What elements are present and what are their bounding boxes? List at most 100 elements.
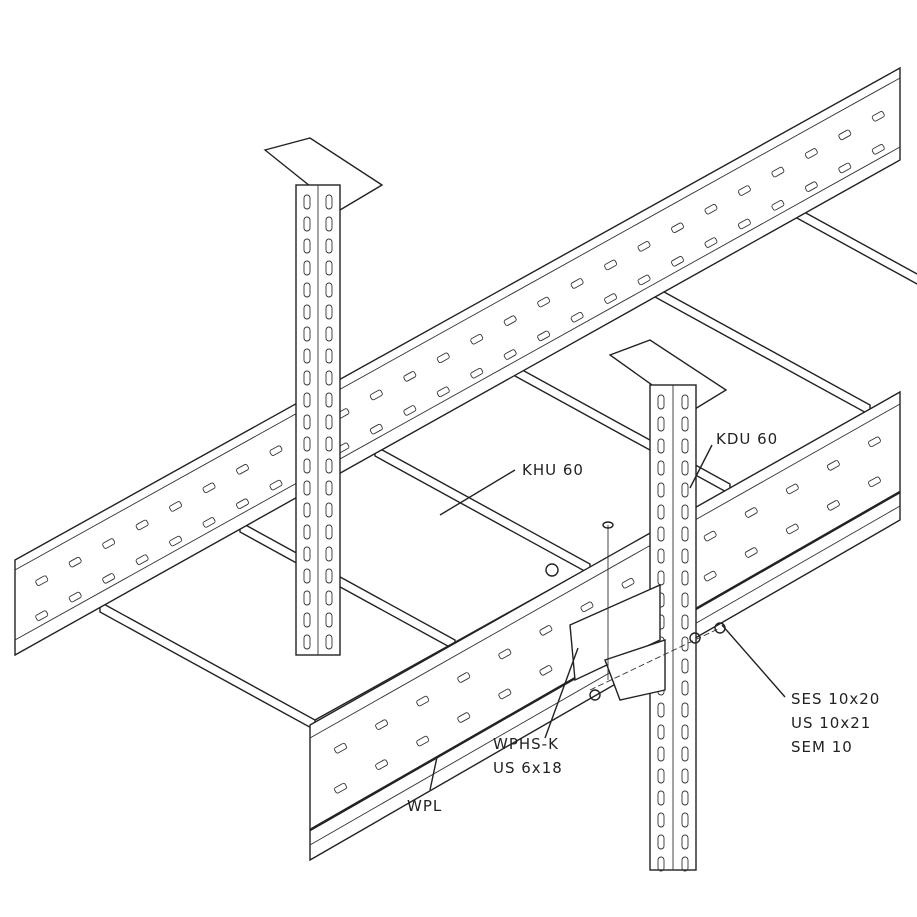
- rail-slot: [35, 610, 49, 621]
- leader-lines: [429, 444, 786, 791]
- pillar-slot: [303, 524, 311, 540]
- pillar-slot: [325, 304, 333, 320]
- pillar-slot: [325, 194, 333, 210]
- rail-slot: [369, 423, 383, 435]
- pillar-slot: [325, 634, 333, 650]
- ses-label: SES 10x20: [791, 690, 881, 708]
- pillar-slot: [325, 568, 333, 584]
- bolt-set: [545, 521, 726, 701]
- rail-slot: [744, 547, 758, 558]
- pillar-slot: [681, 548, 689, 564]
- pillar-slot: [657, 834, 665, 850]
- pillar-slot: [681, 438, 689, 454]
- pillar-slot: [681, 482, 689, 498]
- pillar-slot: [681, 746, 689, 762]
- pillar-slot: [325, 216, 333, 232]
- ladder-rung: [794, 205, 917, 285]
- pillar-slot: [681, 724, 689, 740]
- rail-slot: [871, 144, 885, 155]
- pillar-slot: [681, 812, 689, 828]
- rail-slot: [68, 556, 82, 568]
- sem-10-label: SEM 10: [791, 738, 853, 756]
- pillar-slot: [657, 768, 665, 784]
- pillar-slot: [303, 194, 311, 210]
- rail-slot: [785, 523, 799, 535]
- pillar-slot: [325, 392, 333, 408]
- rail-slot: [744, 507, 758, 518]
- pillar-slot: [325, 414, 333, 430]
- rail-slot: [236, 498, 249, 510]
- rail-slot: [737, 185, 751, 196]
- rail-slot: [537, 330, 551, 342]
- rail-slot: [871, 111, 885, 122]
- pillar-slot: [303, 414, 311, 430]
- rail-slot: [804, 181, 818, 192]
- pillar-slot: [657, 526, 665, 542]
- pillar-slot: [681, 416, 689, 432]
- pillar-slot: [303, 634, 311, 650]
- pillar-slot: [657, 724, 665, 740]
- rail-slot: [503, 349, 517, 360]
- rail-slot: [403, 371, 417, 382]
- pillar-slot: [303, 392, 311, 408]
- rail-slot: [570, 278, 584, 289]
- rail-slot: [135, 554, 149, 565]
- rail-slot: [771, 200, 785, 211]
- pillar-slot: [681, 856, 689, 872]
- rail-slot: [35, 575, 49, 586]
- rail-slot: [102, 573, 116, 584]
- pillar-slot: [303, 546, 311, 562]
- rail-slot: [403, 405, 417, 416]
- rail-slot: [375, 719, 389, 730]
- rail-slot: [868, 436, 881, 448]
- us-10x21-label: US 10x21: [791, 714, 872, 732]
- rail-slot: [369, 389, 383, 401]
- rail-slot: [498, 688, 512, 700]
- rail-slot: [269, 479, 283, 491]
- pillar-slot: [325, 590, 333, 606]
- rail-slot: [334, 782, 347, 794]
- pillar-slot: [303, 480, 311, 496]
- pillar-slot: [325, 238, 333, 254]
- pillar-slot: [657, 482, 665, 498]
- rail-slot: [68, 591, 82, 603]
- rail-slot: [375, 759, 389, 770]
- pillar-slot: [657, 856, 665, 872]
- pillar-slot: [657, 702, 665, 718]
- wphs-k-label: WPHS-K: [493, 735, 559, 753]
- rail-slot: [202, 517, 216, 528]
- rail-slot: [604, 293, 618, 304]
- rail-slot: [539, 625, 553, 636]
- rail-slot: [704, 203, 718, 215]
- rail-slot: [804, 148, 818, 159]
- rail-slot: [868, 476, 881, 488]
- ladder-rung: [239, 520, 456, 652]
- pillar-slot: [657, 746, 665, 762]
- rail-slot: [202, 482, 216, 494]
- pillar-slot: [303, 370, 311, 386]
- pillar-slot: [303, 216, 311, 232]
- pillar-slot: [303, 260, 311, 276]
- rail-slot: [470, 333, 484, 345]
- pillar-slot: [325, 348, 333, 364]
- pillar-slot: [657, 790, 665, 806]
- rail-slot: [169, 535, 183, 547]
- rail-slot: [169, 501, 183, 512]
- rail-slot: [737, 218, 751, 230]
- pillar-slot: [657, 812, 665, 828]
- rail-slot: [436, 386, 450, 398]
- rail-slot: [236, 463, 249, 475]
- pillar-slot: [681, 702, 689, 718]
- rail-slot: [604, 259, 618, 271]
- pillar-slot: [303, 282, 311, 298]
- pillar-slot: [681, 592, 689, 608]
- pillar-slot: [303, 436, 311, 452]
- kdu-60-label: KDU 60: [716, 430, 779, 448]
- pillar-slot: [657, 570, 665, 586]
- rail-slot: [785, 483, 799, 495]
- pillar-slot: [303, 326, 311, 342]
- pillar-slot: [681, 834, 689, 850]
- pillar-slot: [681, 790, 689, 806]
